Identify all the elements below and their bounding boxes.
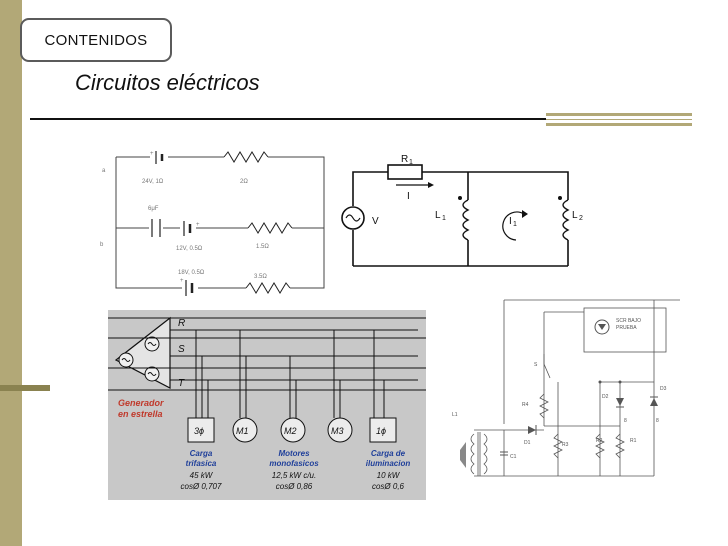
r1-sub: 1 <box>409 159 413 166</box>
battery-3-label: 18V, 0.5Ω <box>178 270 205 276</box>
r2-label: R2 <box>596 438 603 444</box>
page-title: Circuitos eléctricos <box>75 70 260 95</box>
title-rule-bar <box>546 113 692 126</box>
r1-label: R <box>401 154 408 165</box>
figure-dc-circuit: + 24V, 1Ω 2Ω a 6μF + 12V, 0.5Ω 1.5Ω b 18… <box>96 148 336 306</box>
load-1-line-4: cosØ 0,707 <box>181 482 222 491</box>
i1-label: I <box>509 216 512 227</box>
battery-2-label: 12V, 0.5Ω <box>176 246 203 252</box>
r1-label: R1 <box>630 438 637 444</box>
source-label: V <box>372 216 379 227</box>
load-2-line-1: Motores <box>278 449 310 458</box>
i1-sub: 1 <box>513 221 517 228</box>
motor-m1-label: M1 <box>236 426 249 436</box>
resistor-1-label: 2Ω <box>240 179 248 185</box>
d1-label: D1 <box>524 440 531 446</box>
section-tab-label: CONTENIDOS <box>44 32 148 49</box>
load-3-line-1: Carga de <box>371 449 406 458</box>
sidebar-divider <box>22 0 25 546</box>
svg-text:+: + <box>180 278 184 284</box>
motor-m2-label: M2 <box>284 426 297 436</box>
battery-1-label: 24V, 1Ω <box>142 179 164 185</box>
scr-box-line-2: PRUEBA <box>616 325 637 331</box>
c1-label: C1 <box>510 454 517 460</box>
l1-sub: 1 <box>442 215 446 222</box>
node-8-a: 8 <box>624 418 627 424</box>
d2-label: D2 <box>602 394 609 400</box>
phase-s-label: S <box>178 344 185 355</box>
load-box-5-label: 1ϕ <box>376 426 386 436</box>
load-2-line-2: monofasicos <box>269 459 319 468</box>
sidebar-shadow <box>0 385 50 391</box>
node-a-label: a <box>102 168 106 174</box>
generator-label-2: en estrella <box>118 409 163 419</box>
scr-box-line-1: SCR BAJO <box>616 318 641 324</box>
svg-text:+: + <box>150 151 154 157</box>
sidebar-accent <box>0 0 22 546</box>
svg-text:+: + <box>196 222 200 228</box>
l2-sub: 2 <box>579 215 583 222</box>
phase-t-label: T <box>178 378 185 389</box>
r4-label: R4 <box>522 402 529 408</box>
resistor-2-label: 1.5Ω <box>256 244 269 250</box>
title-rule <box>30 118 546 120</box>
load-2-line-4: cosØ 0,86 <box>276 482 313 491</box>
r3-label: R3 <box>562 442 569 448</box>
motor-m3-label: M3 <box>331 426 344 436</box>
node-8-b: 8 <box>656 418 659 424</box>
l2-label: L <box>572 210 578 221</box>
load-1-line-1: Carga <box>190 449 213 458</box>
load-3-line-3: 10 kW <box>377 471 401 480</box>
load-box-1-label: 3ϕ <box>194 426 204 436</box>
load-1-line-2: trifasica <box>186 459 217 468</box>
phase-r-label: R <box>178 318 185 329</box>
l1-label: L1 <box>452 412 458 418</box>
resistor-3-label: 3.5Ω <box>254 274 267 280</box>
d3-label: D3 <box>660 386 667 392</box>
l1-label: L <box>435 210 441 221</box>
figure-ac-inductor-circuit: R 1 I V L 1 I 1 L 2 <box>338 148 600 272</box>
node-b-label: b <box>100 242 104 248</box>
figure-scr-test-circuit: SCR BAJO PRUEBA S R4 D1 L1 C1 R3 R2 R1 <box>444 294 684 490</box>
load-2-line-3: 12,5 kW c/u. <box>272 471 316 480</box>
current-label: I <box>407 191 410 202</box>
switch-label: S <box>534 362 538 368</box>
figure-three-phase-loads: R S T Generador en estrella 3ϕ M1 M2 M3 … <box>108 310 426 500</box>
load-1-line-3: 45 kW <box>190 471 214 480</box>
capacitor-label: 6μF <box>148 206 159 212</box>
section-tab[interactable]: CONTENIDOS <box>20 18 172 62</box>
load-3-line-2: iluminacion <box>366 459 411 468</box>
load-3-line-4: cosØ 0,6 <box>372 482 405 491</box>
generator-label-1: Generador <box>118 398 164 408</box>
